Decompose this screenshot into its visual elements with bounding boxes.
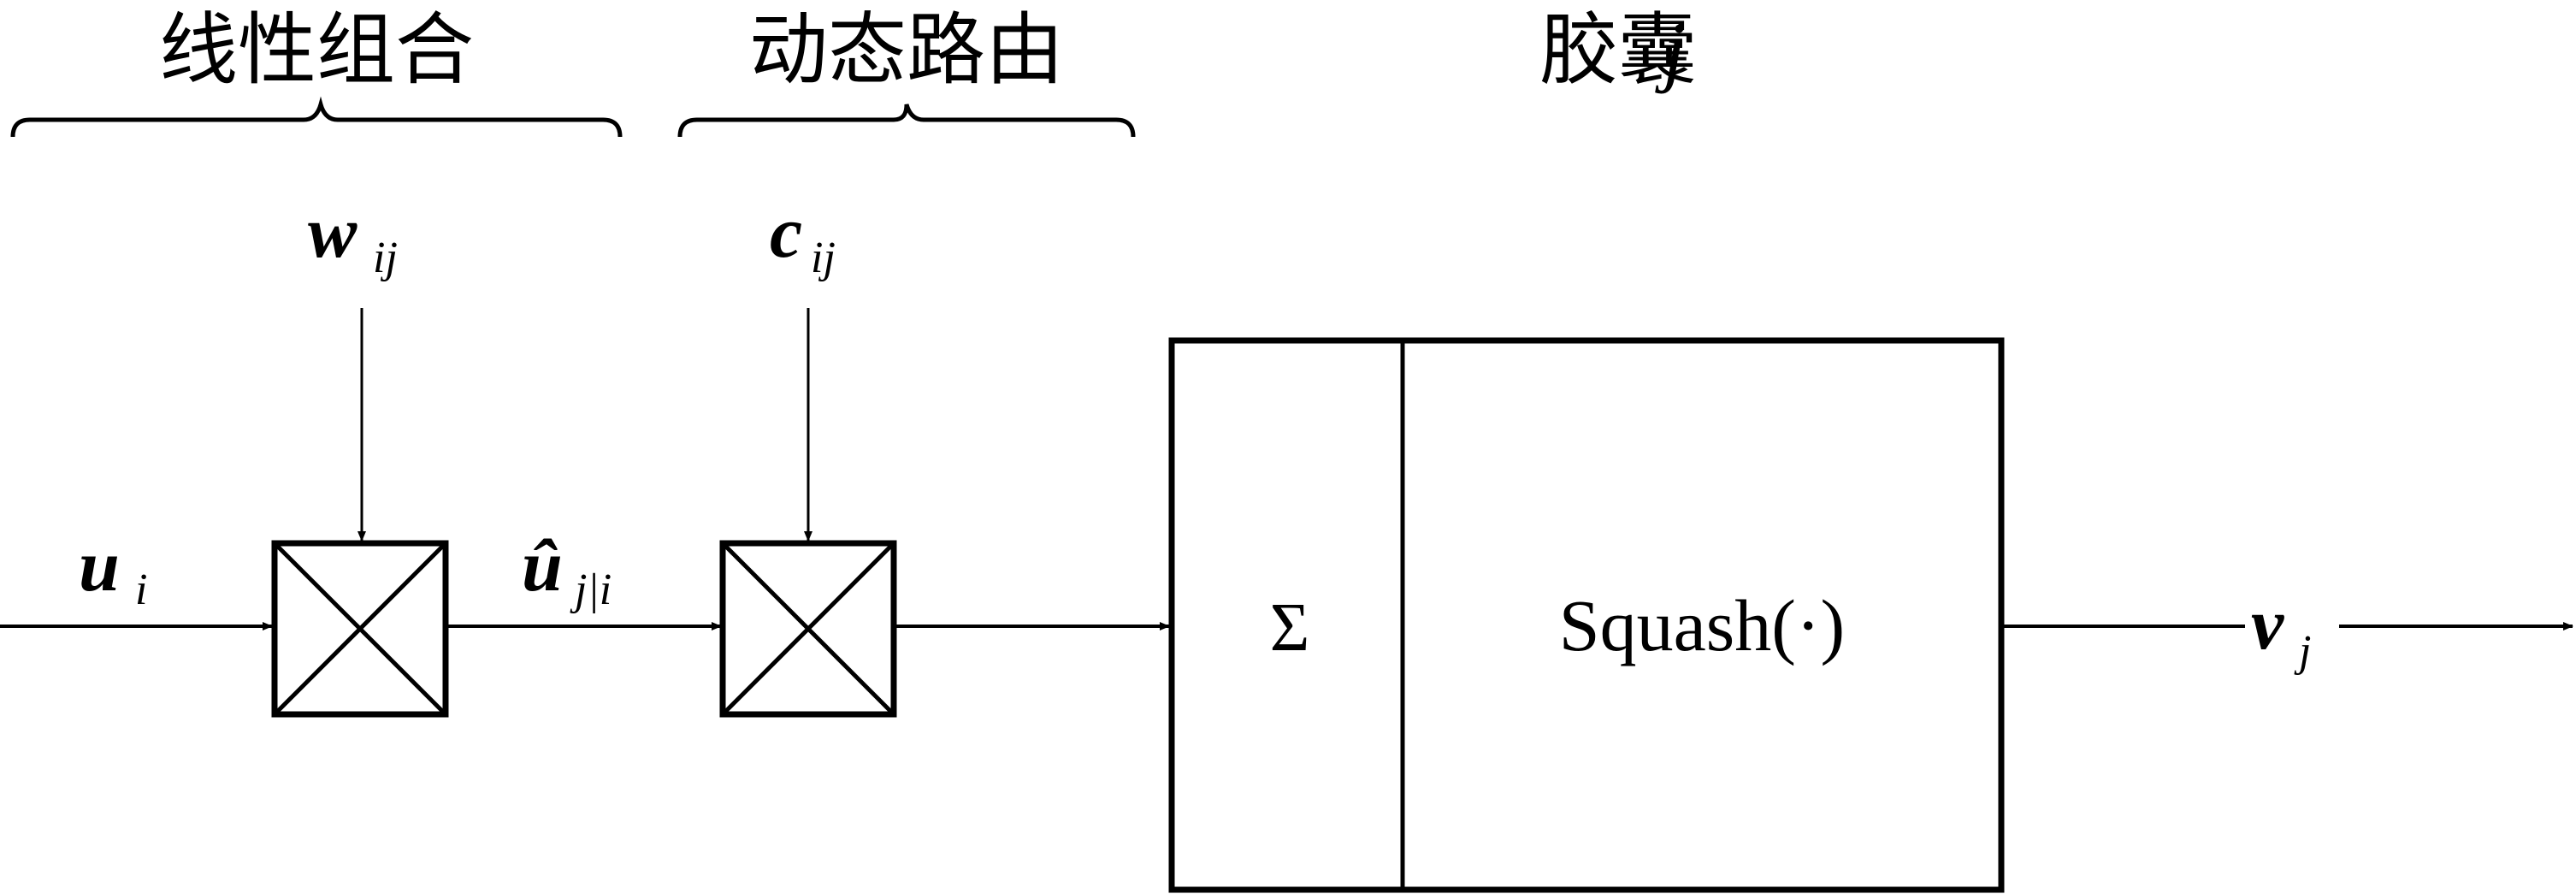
svg-text:j|i: j|i [570, 565, 612, 614]
svg-text:胶囊: 胶囊 [1539, 4, 1697, 96]
svg-text:v: v [2251, 583, 2284, 665]
svg-text:w: w [308, 191, 357, 273]
heading-dynamic-routing: 动态路由 [749, 4, 1064, 96]
sum-symbol: Σ [1270, 590, 1310, 666]
coupling-label: c ij [770, 191, 836, 282]
input-label: u i [79, 524, 147, 614]
svg-text:c: c [770, 191, 802, 273]
brace-dynamic-routing [677, 104, 1136, 138]
output-label: v j [2251, 583, 2311, 676]
squash-label: Squash(·) [1559, 584, 1845, 666]
weight-label: w ij [308, 191, 398, 282]
svg-text:ij: ij [811, 234, 836, 282]
svg-text:j: j [2294, 627, 2311, 676]
svg-text:û: û [522, 524, 563, 607]
svg-text:ij: ij [373, 234, 398, 282]
svg-text:i: i [135, 565, 147, 614]
heading-linear-combination: 线性组合 [159, 4, 474, 96]
capsule-block [1168, 337, 2005, 893]
svg-text:u: u [79, 524, 120, 607]
brace-linear-combination [10, 96, 623, 138]
heading-capsule-j: 胶囊 j [1539, 4, 1697, 96]
prediction-label: û j|i [522, 524, 612, 614]
multiplier-coupling [719, 540, 897, 718]
multiplier-weight [271, 540, 449, 718]
